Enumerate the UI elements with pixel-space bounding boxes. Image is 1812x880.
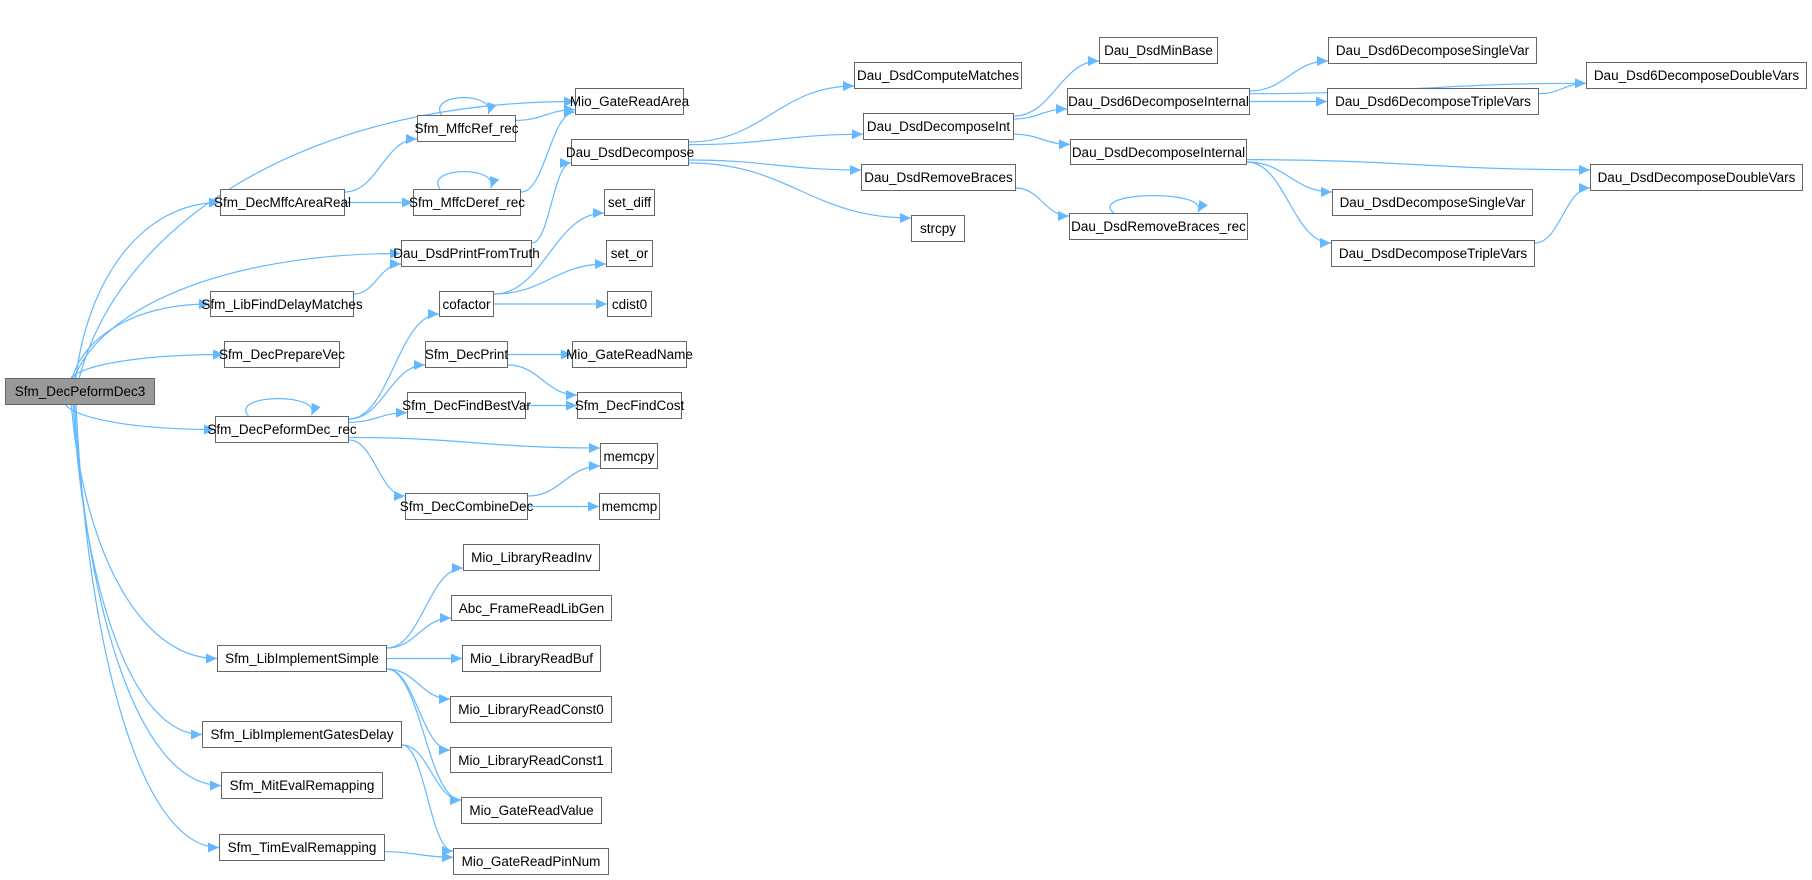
graph-node[interactable]: Mio_GateReadPinNum (453, 848, 609, 875)
edge-Sfm_DecPeformDec_rec-to-Sfm_DecCombineDec (348, 439, 406, 501)
edge-Sfm_DecPeformDec3-to-Sfm_LibImplementGatesDelay (72, 404, 203, 740)
edge-cofactor-to-set_diff (493, 208, 605, 295)
edge-Dau_DsdDecompose-to-Dau_DsdRemoveBraces (688, 159, 862, 175)
graph-node[interactable]: Abc_FrameReadLibGen (451, 595, 612, 621)
edge-Sfm_LibImplementSimple-to-Mio_GateReadValue (386, 668, 462, 805)
edge-Dau_DsdDecomposeInt-to-Dau_DsdMinBase (1013, 56, 1100, 117)
graph-node[interactable]: Sfm_DecPeformDec_rec (207, 416, 357, 443)
edge-Sfm_DecPeformDec3-to-Sfm_DecPrepareVec (70, 349, 225, 379)
graph-node[interactable]: Dau_Dsd6DecomposeTripleVars (1327, 88, 1539, 115)
graph-node[interactable]: Dau_DsdDecomposeInt (863, 113, 1014, 140)
root-node[interactable]: Sfm_DecPeformDec3 (5, 378, 155, 405)
edge-Sfm_DecPeformDec_rec-to-Sfm_DecFindBestVar (348, 407, 408, 423)
graph-node[interactable]: Sfm_MitEvalRemapping (221, 772, 383, 799)
edge-Dau_Dsd6DecomposeTripleVars-to-Dau_Dsd6DecomposeDoubleVars (1538, 78, 1587, 95)
graph-node[interactable]: Dau_DsdMinBase (1099, 37, 1218, 64)
graph-node[interactable]: Dau_DsdDecomposeTripleVars (1331, 240, 1535, 267)
edge-Dau_DsdDecomposeInternal-to-Dau_DsdDecomposeSingleVar (1246, 161, 1333, 197)
graph-node[interactable]: strcpy (911, 215, 965, 242)
graph-node[interactable]: cdist0 (607, 291, 652, 317)
graph-node[interactable]: Sfm_DecFindBestVar (402, 392, 531, 419)
edge-Sfm_MffcDeref_rec-to-Sfm_MffcDeref_rec (437, 171, 500, 190)
edge-Sfm_DecPeformDec_rec-to-Sfm_DecPrint (348, 360, 426, 420)
graph-node[interactable]: Dau_DsdDecomposeInternal (1070, 139, 1247, 165)
graph-node[interactable]: Dau_DsdPrintFromTruth (393, 240, 540, 267)
edge-Dau_DsdDecompose-to-strcpy (688, 162, 912, 223)
edge-Dau_DsdDecomposeTripleVars-to-Dau_DsdDecomposeDoubleVars (1534, 183, 1591, 244)
graph-node[interactable]: Dau_DsdComputeMatches (854, 62, 1022, 89)
edge-Dau_DsdDecomposeInternal-to-Dau_DsdDecomposeDoubleVars (1246, 159, 1591, 175)
edge-Sfm_DecCombineDec-to-memcpy (527, 461, 601, 497)
edge-Dau_DsdRemoveBraces-to-Dau_DsdRemoveBraces_rec (1015, 187, 1070, 221)
edge-Sfm_DecPeformDec_rec-to-memcpy (348, 436, 601, 454)
edge-Dau_DsdDecomposeInternal-to-Dau_DsdDecomposeTripleVars (1246, 161, 1332, 248)
edge-Sfm_MffcDeref_rec-to-Mio_GateReadArea (520, 107, 576, 193)
edge-Sfm_DecPeformDec_rec-to-Sfm_DecPeformDec_rec (245, 398, 321, 417)
graph-node[interactable]: Mio_LibraryReadBuf (462, 645, 601, 672)
edge-Dau_DsdRemoveBraces_rec-to-Dau_DsdRemoveBraces_rec (1109, 195, 1208, 214)
graph-node[interactable]: Dau_Dsd6DecomposeInternal (1067, 88, 1250, 115)
graph-node[interactable]: Sfm_MffcRef_rec (414, 115, 519, 142)
graph-node[interactable]: Sfm_TimEvalRemapping (219, 834, 385, 861)
edge-Sfm_DecPeformDec3-to-Sfm_DecPeformDec_rec (65, 404, 216, 435)
graph-node[interactable]: Dau_DsdDecomposeSingleVar (1332, 189, 1533, 216)
edge-Dau_DsdPrintFromTruth-to-Dau_DsdDecompose (531, 158, 572, 244)
edge-Dau_DsdDecomposeInt-to-Dau_DsdDecomposeInternal (1013, 133, 1071, 150)
graph-node[interactable]: Sfm_DecPrint (425, 341, 508, 368)
edge-Sfm_TimEvalRemapping-to-Mio_GateReadPinNum (384, 851, 454, 863)
graph-node[interactable]: memcpy (600, 443, 658, 469)
graph-node[interactable]: Sfm_DecMffcAreaReal (214, 189, 351, 216)
graph-node[interactable]: Mio_LibraryReadConst1 (450, 747, 612, 773)
edge-Sfm_DecMffcAreaReal-to-Sfm_MffcRef_rec (344, 134, 418, 193)
edge-Sfm_DecPeformDec_rec-to-cofactor (348, 309, 440, 420)
graph-node[interactable]: Dau_DsdRemoveBraces (861, 164, 1016, 191)
edge-Sfm_DecPrint-to-Sfm_DecFindCost (507, 364, 578, 400)
graph-node[interactable]: Dau_DsdDecomposeDoubleVars (1590, 164, 1803, 191)
graph-node[interactable]: Sfm_MffcDeref_rec (409, 189, 525, 216)
graph-node[interactable]: Mio_LibraryReadInv (463, 544, 600, 571)
graph-node[interactable]: Sfm_DecCombineDec (400, 493, 533, 520)
graph-node[interactable]: Mio_GateReadValue (461, 797, 602, 824)
edge-Sfm_LibImplementGatesDelay-to-Mio_GateReadPinNum (401, 744, 454, 856)
graph-node[interactable]: Dau_DsdDecompose (566, 139, 694, 166)
edge-Dau_DsdDecompose-to-Dau_DsdComputeMatches (688, 81, 855, 143)
graph-node[interactable]: Sfm_LibImplementGatesDelay (202, 721, 402, 748)
edge-Sfm_LibImplementGatesDelay-to-Mio_GateReadValue (401, 744, 462, 805)
graph-node[interactable]: Sfm_LibImplementSimple (217, 645, 387, 672)
edge-Dau_DsdDecomposeInt-to-Dau_Dsd6DecomposeInternal (1013, 104, 1068, 120)
edge-Sfm_DecPeformDec3-to-Sfm_LibFindDelayMatches (71, 299, 211, 379)
graph-node[interactable]: Dau_Dsd6DecomposeSingleVar (1328, 37, 1537, 64)
graph-node[interactable]: memcmp (599, 493, 660, 520)
edge-Sfm_DecPeformDec3-to-Mio_GateReadArea (78, 96, 576, 379)
graph-node[interactable]: cofactor (439, 291, 494, 317)
graph-node[interactable]: Sfm_DecFindCost (575, 392, 684, 419)
graph-node[interactable]: Sfm_LibFindDelayMatches (201, 291, 363, 317)
edge-Sfm_DecPeformDec3-to-Sfm_DecMffcAreaReal (75, 197, 221, 379)
graph-node[interactable]: Mio_GateReadArea (570, 88, 689, 115)
graph-node[interactable]: Sfm_DecPrepareVec (219, 341, 345, 368)
edge-Sfm_LibImplementSimple-to-Mio_LibraryReadConst0 (386, 668, 451, 704)
edge-Sfm_DecPeformDec3-to-Sfm_MitEvalRemapping (73, 404, 222, 791)
graph-node[interactable]: Mio_LibraryReadConst0 (450, 696, 612, 723)
graph-node[interactable]: set_or (606, 240, 653, 267)
edge-Dau_DsdDecompose-to-Dau_DsdDecomposeInt (688, 129, 864, 146)
edge-Dau_Dsd6DecomposeInternal-to-Dau_Dsd6DecomposeSingleVar (1249, 56, 1329, 92)
edge-cofactor-to-set_or (493, 259, 607, 295)
graph-node[interactable]: Mio_GateReadName (566, 341, 693, 368)
edge-Sfm_LibImplementSimple-to-Abc_FrameReadLibGen (386, 613, 452, 649)
edge-Sfm_LibFindDelayMatches-to-Dau_DsdPrintFromTruth (353, 259, 402, 295)
graph-node[interactable]: Dau_DsdRemoveBraces_rec (1069, 213, 1248, 240)
edge-Sfm_DecPeformDec3-to-Sfm_LibImplementSimple (70, 404, 218, 664)
edge-Sfm_LibImplementSimple-to-Mio_LibraryReadInv (386, 563, 464, 649)
edge-Sfm_MffcRef_rec-to-Sfm_MffcRef_rec (439, 97, 497, 116)
graph-node[interactable]: set_diff (604, 189, 655, 216)
edge-Sfm_DecPeformDec3-to-Sfm_TimEvalRemapping (75, 404, 220, 853)
graph-node[interactable]: Dau_Dsd6DecomposeDoubleVars (1586, 62, 1807, 89)
edge-Sfm_MffcRef_rec-to-Mio_GateReadArea (515, 104, 576, 121)
edge-Sfm_DecPeformDec3-to-Dau_DsdPrintFromTruth (73, 248, 402, 379)
